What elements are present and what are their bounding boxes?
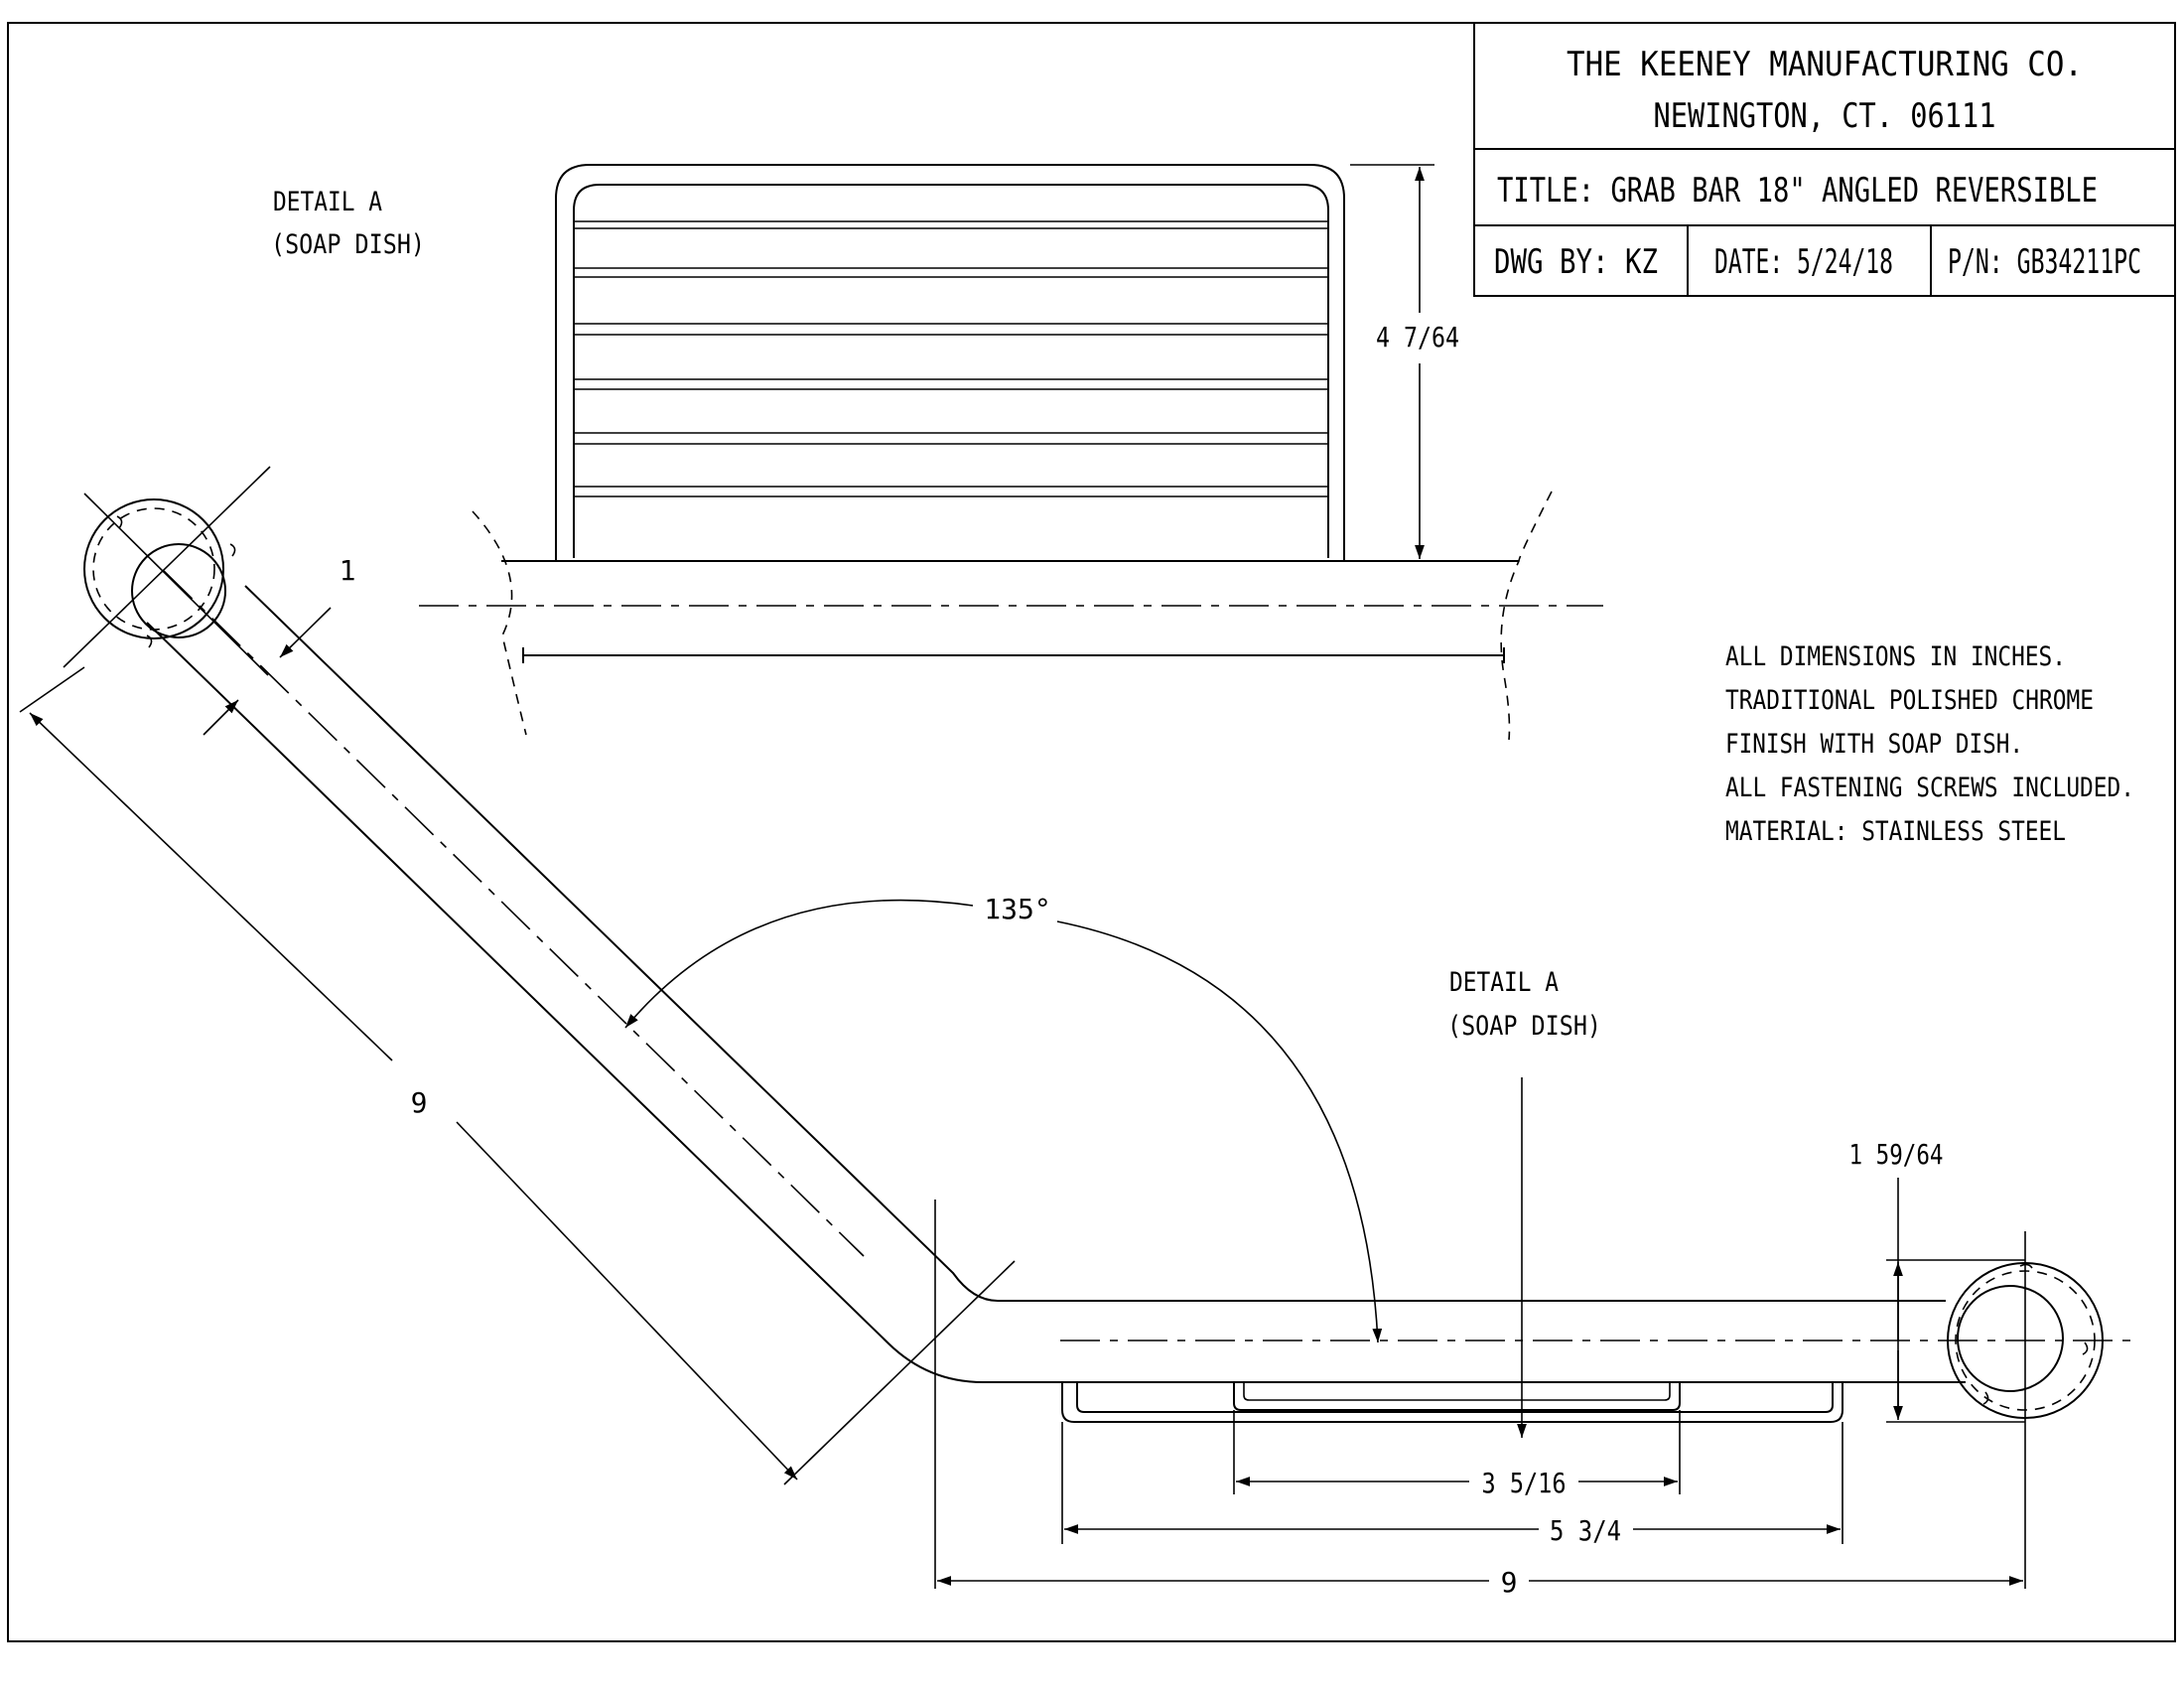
part-number: P/N: GB34211PC <box>1948 242 2141 282</box>
note-line: FINISH WITH SOAP DISH. <box>1725 729 2023 760</box>
company-address: NEWINGTON, CT. 06111 <box>1654 96 1996 136</box>
dim-dish-outer-width: 5 3/4 <box>1550 1514 1621 1547</box>
detail-label-bottom: DETAIL A <box>1449 967 1559 998</box>
note-line: ALL FASTENING SCREWS INCLUDED. <box>1725 773 2134 803</box>
drawing-title: TITLE: GRAB BAR 18" ANGLED REVERSIBLE <box>1497 171 2098 211</box>
soap-dish <box>1061 1382 1843 1423</box>
drawn-by: DWG BY: KZ <box>1494 242 1658 282</box>
note-line: MATERIAL: STAINLESS STEEL <box>1725 816 2066 847</box>
drawing-date: DATE: 5/24/18 <box>1714 242 1893 282</box>
dim-arm-length: 9 <box>411 1086 428 1119</box>
grab-bar-view: DETAIL A (SOAP DISH) 1 9 135° 1 59/64 <box>19 466 2136 1599</box>
dim-horizontal-length: 9 <box>1501 1566 1518 1599</box>
note-line: ALL DIMENSIONS IN INCHES. <box>1725 641 2066 672</box>
detail-sublabel-bottom: (SOAP DISH) <box>1447 1011 1601 1042</box>
right-flange <box>1947 1231 2104 1472</box>
detail-a-view: DETAIL A (SOAP DISH) <box>271 164 1603 741</box>
note-line: TRADITIONAL POLISHED CHROME <box>1725 685 2094 716</box>
sheet-border <box>7 22 2176 1642</box>
dim-angle: 135° <box>984 893 1050 925</box>
detail-label-top: DETAIL A <box>273 187 382 217</box>
title-block: THE KEENEY MANUFACTURING CO. NEWINGTON, … <box>1473 23 2175 297</box>
dish-slats <box>574 220 1328 497</box>
dim-tube-diameter: 1 <box>340 554 356 587</box>
company-name: THE KEENEY MANUFACTURING CO. <box>1567 45 2083 84</box>
dim-dish-height: 4 7/64 <box>1376 321 1459 353</box>
dim-flange-diameter: 1 59/64 <box>1849 1138 1944 1171</box>
detail-sublabel-top: (SOAP DISH) <box>271 229 425 260</box>
dim-dish-inner-width: 3 5/16 <box>1482 1467 1567 1499</box>
general-notes: ALL DIMENSIONS IN INCHES. TRADITIONAL PO… <box>1725 641 2134 847</box>
bar-tube <box>146 622 1966 1383</box>
